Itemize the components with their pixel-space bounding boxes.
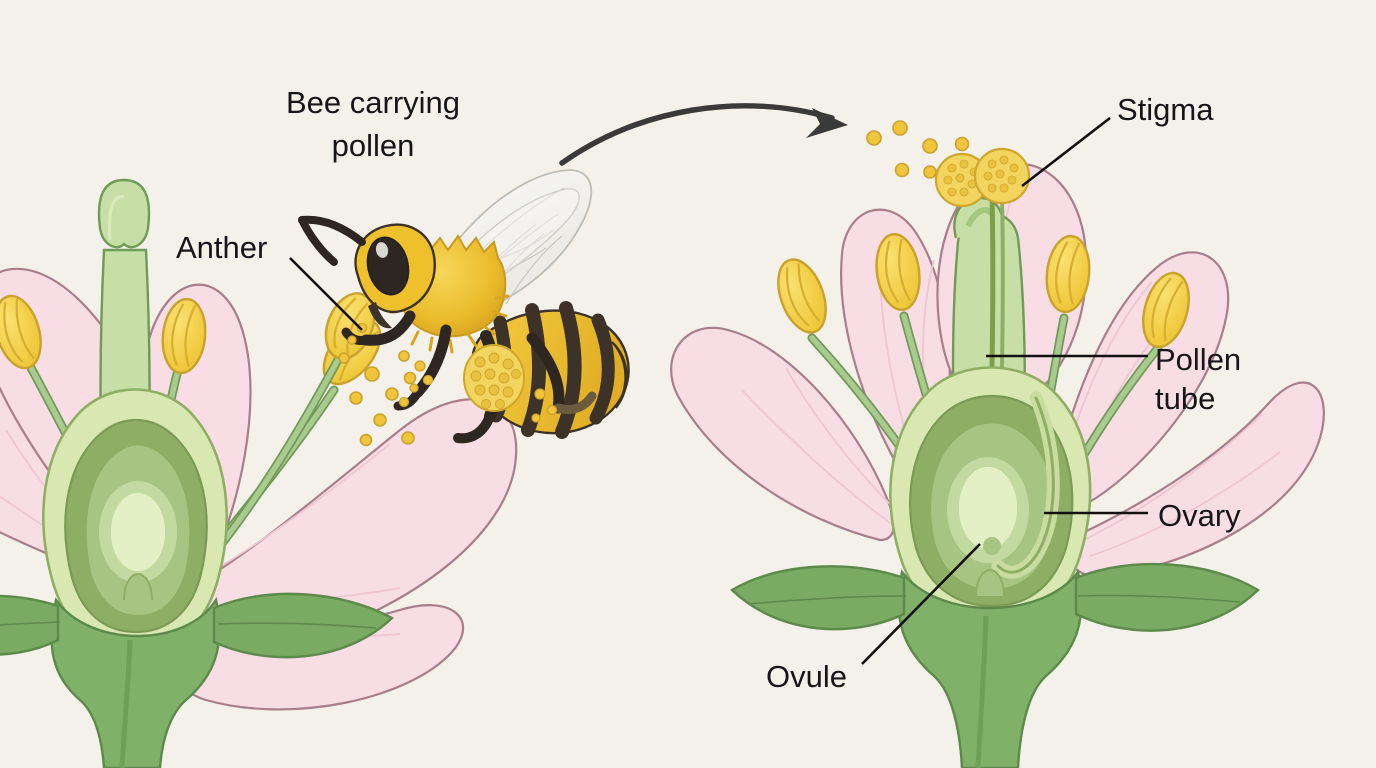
anther [875, 233, 921, 311]
antenna [298, 215, 366, 246]
label-bee-line2: pollen [332, 128, 415, 163]
ovary-base-notch [975, 568, 1005, 597]
anther [777, 258, 827, 334]
petal [670, 326, 895, 542]
stigma-pollen [934, 147, 1031, 208]
label-bee-line1: Bee carrying [286, 85, 460, 120]
ovary-base-notch [123, 572, 153, 601]
ovule-nucleus [983, 537, 1001, 555]
label-pollen-tube-line1: Pollen [1155, 342, 1241, 377]
bee [298, 169, 630, 444]
pollen-on-legs [347, 322, 558, 423]
label-pollen-tube-line2: tube [1155, 381, 1215, 416]
pollen-grains-left [338, 350, 417, 447]
label-ovule: Ovule [766, 659, 847, 694]
pollen-tube-edge [996, 396, 1055, 574]
label-ovary: Ovary [1158, 498, 1241, 533]
leader-ovule [861, 543, 981, 665]
receptacle-stem [897, 569, 1083, 768]
sepal-leaf [212, 592, 395, 659]
pollen-grains-right [866, 120, 970, 179]
right-flower [670, 120, 1325, 768]
sepal-leaf [730, 565, 906, 631]
eye-highlight [375, 242, 389, 258]
leader-stigma [1021, 116, 1111, 188]
arrowhead [806, 108, 848, 138]
label-stigma: Stigma [1117, 92, 1214, 127]
pollen-basket [463, 344, 525, 412]
ovary [42, 388, 228, 654]
stigma [97, 178, 151, 249]
ovule [957, 465, 1019, 551]
bee-head [298, 215, 436, 329]
label-anther: Anther [176, 230, 267, 265]
pollen-transfer-arrow [559, 103, 848, 166]
stem-shadow [119, 639, 133, 768]
ovary [889, 366, 1092, 626]
antenna-segment [298, 216, 338, 266]
anther [0, 294, 42, 370]
left-flower [0, 178, 518, 768]
anther [1045, 234, 1091, 314]
anther [1142, 271, 1190, 349]
leader-anther [289, 257, 363, 331]
proboscis [368, 302, 392, 329]
anther [161, 297, 207, 375]
receptacle-stem [50, 596, 221, 768]
ovule [109, 491, 167, 573]
sepal-leaf [0, 594, 60, 656]
stem-shadow [975, 615, 989, 768]
leader-lines [289, 116, 1148, 665]
